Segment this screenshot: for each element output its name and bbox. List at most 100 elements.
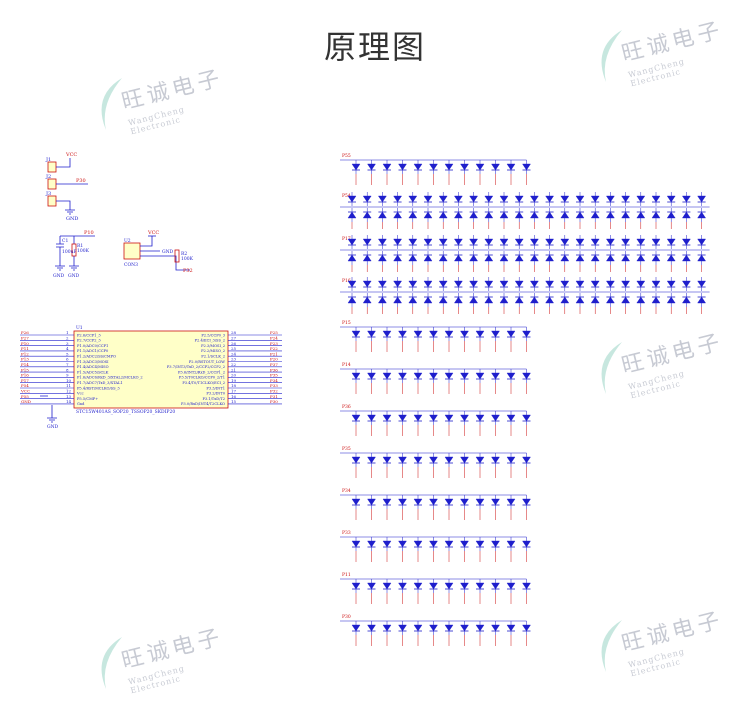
led-symbol [351, 537, 361, 551]
led-symbol [514, 208, 524, 222]
led-symbol [382, 621, 392, 635]
led-symbol [545, 251, 554, 265]
led-symbol [575, 208, 585, 222]
led-symbol [545, 293, 554, 307]
reset-gnd-right: GND [68, 273, 80, 279]
led-symbol [575, 235, 585, 249]
led-symbol [378, 293, 387, 307]
mcu-pin-net: P34 [270, 378, 278, 383]
led-symbol [413, 369, 423, 383]
mcu-pin-name: P1.3/ADC3/MOSI [77, 360, 109, 364]
mcu-pin-number: 15 [231, 399, 237, 404]
mcu-pin-net: P30 [270, 399, 278, 404]
mcu-pin-net: P32 [270, 389, 278, 394]
mcu-pin-number: 23 [231, 357, 237, 362]
mcu-pin-name: P1.7/ADC7/TxD_3/XTAL1 [77, 381, 123, 385]
connector-ref: U2 [124, 238, 131, 244]
matrix-row-net: P11 [342, 572, 351, 578]
led-symbol [484, 192, 494, 206]
mcu-pin-number: 8 [66, 367, 69, 372]
led-symbol [530, 277, 539, 291]
led-symbol [382, 369, 392, 383]
led-symbol [506, 369, 516, 383]
mcu-pin-name: P3.7/INT3/TxD_2/CCP2/CCP2_2 [167, 365, 225, 369]
swoosh-icon [101, 637, 122, 689]
led-symbol [666, 251, 676, 265]
led-symbol [378, 192, 387, 206]
led-symbol [575, 192, 585, 206]
mcu-pin-net: P55 [21, 394, 29, 399]
led-symbol [362, 235, 372, 249]
led-symbol [514, 277, 524, 291]
mcu-pin-number: 26 [231, 341, 237, 346]
mcu-pin-name: P5.5/CMP+ [77, 397, 98, 401]
led-symbol [367, 160, 376, 174]
led-symbol [413, 411, 423, 425]
led-symbol [444, 495, 454, 509]
mcu-pin-net: P15 [21, 367, 29, 372]
led-symbol [351, 621, 361, 635]
mcu-pin-name: P3.5/T0CLKO/CCP0_2/T1 [179, 376, 225, 380]
led-symbol [621, 208, 630, 222]
led-symbol [651, 277, 661, 291]
led-symbol [575, 251, 585, 265]
led-symbol [514, 192, 524, 206]
led-symbol [398, 327, 407, 341]
led-symbol [621, 235, 630, 249]
jumper-gnd-label: GND [66, 216, 78, 222]
mcu-pin-net: P10 [21, 341, 29, 346]
led-symbol [408, 208, 418, 222]
led-symbol [606, 277, 615, 291]
led-symbol [499, 208, 509, 222]
led-symbol [460, 495, 469, 509]
matrix-row-net: P30 [342, 614, 351, 620]
led-symbol [506, 495, 516, 509]
led-symbol [560, 277, 570, 291]
led-symbol [351, 411, 361, 425]
led-symbol [413, 453, 423, 467]
led-symbol [398, 537, 407, 551]
matrix-row-net: P16 [342, 278, 351, 284]
jumper-j1-label: J1 [45, 157, 51, 163]
led-symbol [393, 277, 402, 291]
mcu-pin-number: 17 [231, 389, 237, 394]
mcu-pin-name: P2.2/MISO_2 [201, 349, 225, 353]
led-symbol [560, 251, 570, 265]
reset-circuit [55, 235, 95, 271]
led-symbol [682, 192, 691, 206]
led-symbol [522, 621, 531, 635]
mcu-pin-net: P23 [270, 341, 278, 346]
led-symbol [438, 277, 448, 291]
led-symbol [491, 327, 500, 341]
led-symbol [522, 495, 531, 509]
led-symbol [429, 160, 438, 174]
led-symbol [475, 621, 485, 635]
led-symbol [444, 160, 454, 174]
mcu-pin-net: P11 [21, 346, 29, 351]
led-symbol [460, 537, 469, 551]
led-symbol [491, 495, 500, 509]
led-symbol [454, 277, 463, 291]
led-symbol [367, 453, 376, 467]
mcu-pin-net: P12 [21, 351, 29, 356]
jumper-vcc-label: VCC [65, 152, 77, 158]
mcu-pin-number: 2 [66, 336, 69, 341]
led-symbol [378, 235, 387, 249]
mcu-pin-name: P3.3/INT1 [206, 386, 225, 390]
led-symbol [444, 411, 454, 425]
mcu-pin-number: 25 [231, 346, 237, 351]
led-symbol [382, 411, 392, 425]
led-symbol [378, 277, 387, 291]
mcu-pin-number: 10 [66, 378, 72, 383]
mcu-pin-number: 5 [66, 351, 69, 356]
led-symbol [378, 251, 387, 265]
led-symbol [475, 327, 485, 341]
mcu-pin-number: 12 [66, 389, 72, 394]
led-symbol [506, 621, 516, 635]
led-symbol [351, 495, 361, 509]
led-symbol [347, 251, 357, 265]
matrix-row-net: P55 [342, 153, 351, 159]
mcu-pin-name: P1.2/ADC2/SS/CMPO [77, 355, 116, 359]
led-symbol [491, 411, 500, 425]
